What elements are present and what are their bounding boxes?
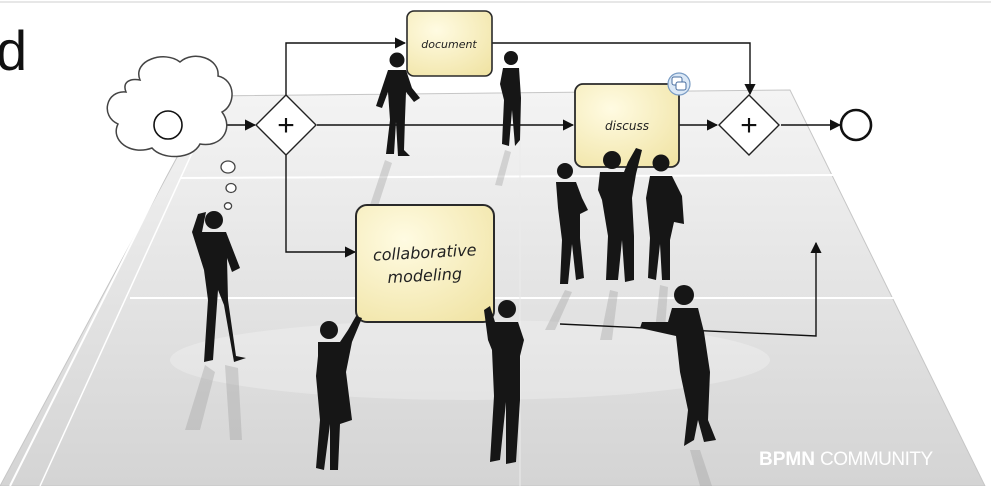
- figure-reflections: [185, 150, 712, 486]
- cutoff-heading-letter: d: [0, 19, 27, 82]
- people-silhouettes: [192, 51, 716, 470]
- task-collaborative-modeling[interactable]: collaborative modeling: [355, 204, 495, 323]
- start-event: [153, 110, 183, 140]
- parallel-gateway-split: +: [255, 94, 317, 156]
- parallel-gateway-join: +: [718, 94, 780, 156]
- thought-cloud: [106, 55, 237, 210]
- task-document-label: document: [421, 38, 477, 51]
- person-discuss-pointing: [598, 148, 642, 282]
- person-holding-box-right: [484, 300, 524, 464]
- task-collaborative-label-line2: modeling: [387, 264, 462, 287]
- comment-bubble-icon[interactable]: [667, 72, 691, 96]
- person-with-pointer: [640, 285, 716, 446]
- split-gateway-symbol: +: [277, 109, 295, 142]
- person-on-phone: [500, 51, 521, 146]
- person-writing: [376, 52, 420, 156]
- bpmn-community-watermark: BPMN COMMUNITY: [759, 449, 934, 470]
- person-holding-box-left: [316, 316, 362, 470]
- person-discuss-left: [556, 163, 588, 284]
- watermark-bold: BPMN: [759, 449, 815, 470]
- task-discuss-label: discuss: [605, 119, 649, 133]
- person-discuss-right: [646, 154, 684, 280]
- thinking-person: [192, 211, 246, 362]
- task-discuss[interactable]: discuss: [574, 72, 691, 168]
- watermark-light: COMMUNITY: [820, 449, 933, 470]
- task-document[interactable]: document: [406, 10, 493, 77]
- end-event: [839, 108, 873, 142]
- join-gateway-symbol: +: [740, 109, 758, 142]
